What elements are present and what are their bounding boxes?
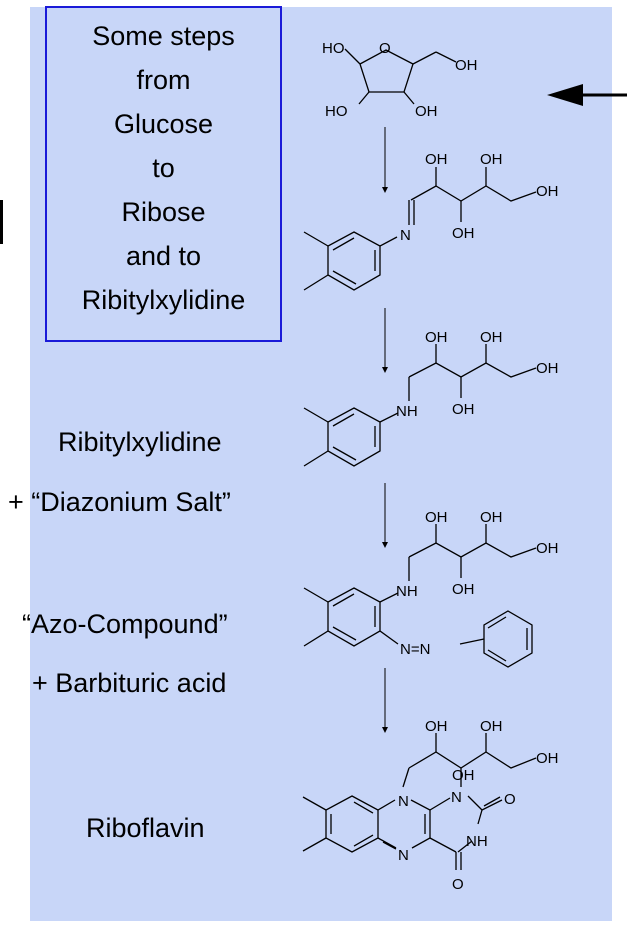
atom-label: OH [480,509,503,526]
atom-label: OH [536,360,559,377]
atom-label: O [379,40,391,57]
atom-label: NH [396,403,418,420]
atom-label: OH [452,581,475,598]
atom-label: N=N [400,641,430,658]
pointer-arrow-icon [547,84,627,106]
atom-label: NH [396,583,418,600]
edge-marker [0,200,3,244]
atom-label: N [398,793,409,810]
atom-label: OH [425,329,448,346]
atom-label: N [400,227,411,244]
label-barbituric-acid: + Barbituric acid [32,668,227,698]
ribose-structure [344,48,457,105]
title-line: and to [125,241,202,271]
atom-label: HO [325,103,348,120]
atom-label: OH [415,103,438,120]
atom-label: OH [452,225,475,242]
atom-label: OH [452,767,475,784]
riboflavin-structure [302,733,537,870]
atom-label: OH [425,718,448,735]
atom-label: OH [536,540,559,557]
atom-label: N [451,789,462,806]
atom-label: OH [452,401,475,418]
imine-structure [303,167,537,291]
atom-label: OH [480,329,503,346]
title-line: Glucose [113,109,214,139]
atom-label: OH [480,151,503,168]
atom-label: OH [425,509,448,526]
title-line: Ribose [121,197,206,227]
atom-label: O [504,791,516,808]
atom-label: OH [536,750,559,767]
title-line: Ribitylxylidine [81,285,246,315]
atom-label: OH [425,151,448,168]
label-azo-compound: “Azo-Compound” [22,609,228,639]
atom-label: OH [480,718,503,735]
title-line: Some steps [92,21,235,51]
atom-label: N [398,847,409,864]
label-riboflavin: Riboflavin [86,813,205,843]
label-ribitylxylidine: Ribitylxylidine [58,427,222,457]
atom-label: OH [536,183,559,200]
ribitylxylidine-structure [303,344,537,467]
atom-label: HO [322,40,345,57]
title-box: Some steps from Glucose to Ribose and to… [45,6,282,342]
title-line: to [152,153,175,183]
title-line: from [136,65,191,95]
atom-label: O [452,876,464,893]
label-diazonium-salt: + “Diazonium Salt” [8,487,231,517]
azo-compound-structure [303,524,537,668]
atom-label: OH [455,57,478,74]
atom-label: NH [466,833,488,850]
